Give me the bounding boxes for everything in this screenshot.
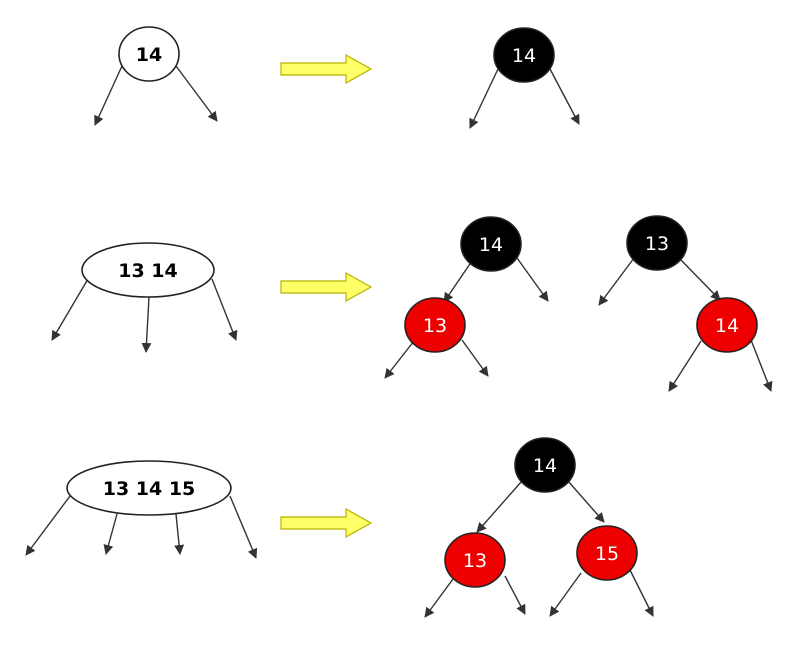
rb-node-black bbox=[493, 27, 555, 83]
rb-node-black bbox=[460, 216, 522, 272]
transform-arrow bbox=[280, 507, 373, 539]
redblack-tree-result: 14 bbox=[469, 27, 580, 129]
btree-node-3-keys: 13 14 15 bbox=[25, 460, 258, 559]
rb-node-key: 14 bbox=[715, 315, 739, 337]
rb-node-key: 14 bbox=[479, 234, 503, 256]
rb-node-key: 15 bbox=[595, 543, 619, 565]
rb-edge bbox=[598, 257, 635, 306]
rb-edge bbox=[504, 575, 526, 615]
rb-edge bbox=[629, 569, 654, 617]
redblack-tree-result-left-leaning: 14 13 bbox=[384, 216, 549, 379]
row-1: 14 14 bbox=[94, 26, 580, 129]
rb-edge bbox=[668, 340, 702, 392]
rb-edge bbox=[384, 340, 415, 379]
rb-edge bbox=[516, 257, 549, 302]
rb-edge bbox=[476, 480, 523, 533]
rb-edge bbox=[750, 339, 773, 392]
rb-node-key: 14 bbox=[533, 455, 557, 477]
rb-edge bbox=[549, 68, 580, 125]
btree-pointer-edge bbox=[25, 495, 71, 556]
btree-pointer-edge bbox=[174, 513, 185, 555]
rb-node-red bbox=[696, 297, 758, 353]
rb-node-red bbox=[576, 525, 638, 581]
transform-arrow bbox=[280, 271, 373, 303]
btree-node-shape bbox=[81, 242, 215, 298]
transform-arrow bbox=[280, 53, 373, 85]
rb-node-key: 14 bbox=[512, 45, 536, 67]
rb-edge bbox=[469, 68, 499, 129]
rb-node-black bbox=[626, 215, 688, 271]
redblack-tree-result-balanced: 14 13 15 bbox=[424, 437, 654, 618]
btree-node-2-keys: 13 14 bbox=[51, 242, 238, 353]
rb-edge bbox=[567, 480, 605, 523]
rb-edge bbox=[678, 257, 721, 301]
btree-pointer-edge bbox=[103, 513, 118, 555]
rb-node-key: 13 bbox=[463, 550, 487, 572]
redblack-tree-result-right-leaning: 13 14 bbox=[598, 215, 773, 392]
rb-edge bbox=[461, 339, 489, 377]
rb-node-red bbox=[404, 297, 466, 353]
row-3: 13 14 15 14 13 15 bbox=[25, 437, 654, 618]
btree-node-shape bbox=[66, 460, 232, 516]
btree-pointer-edge bbox=[141, 296, 152, 353]
rb-node-black bbox=[514, 437, 576, 493]
rb-edge bbox=[549, 572, 582, 617]
btree-node-keys: 14 bbox=[136, 44, 162, 66]
btree-node-shape bbox=[118, 26, 180, 82]
rb-node-red bbox=[444, 532, 506, 588]
rb-node-key: 13 bbox=[423, 315, 447, 337]
btree-pointer-edge bbox=[211, 278, 238, 341]
btree-node-keys: 13 14 15 bbox=[103, 478, 196, 500]
btree-node-keys: 13 14 bbox=[118, 260, 178, 282]
btree-pointer-edge bbox=[175, 65, 218, 122]
btree-node-1-key: 14 bbox=[94, 26, 218, 126]
btree-pointer-edge bbox=[51, 278, 89, 341]
rb-edge bbox=[424, 578, 454, 618]
row-2: 13 14 14 13 13 14 bbox=[51, 215, 773, 392]
rb-edge bbox=[443, 257, 475, 303]
btree-pointer-edge bbox=[229, 495, 258, 559]
btree-pointer-edge bbox=[94, 65, 123, 126]
rb-node-key: 13 bbox=[645, 233, 669, 255]
